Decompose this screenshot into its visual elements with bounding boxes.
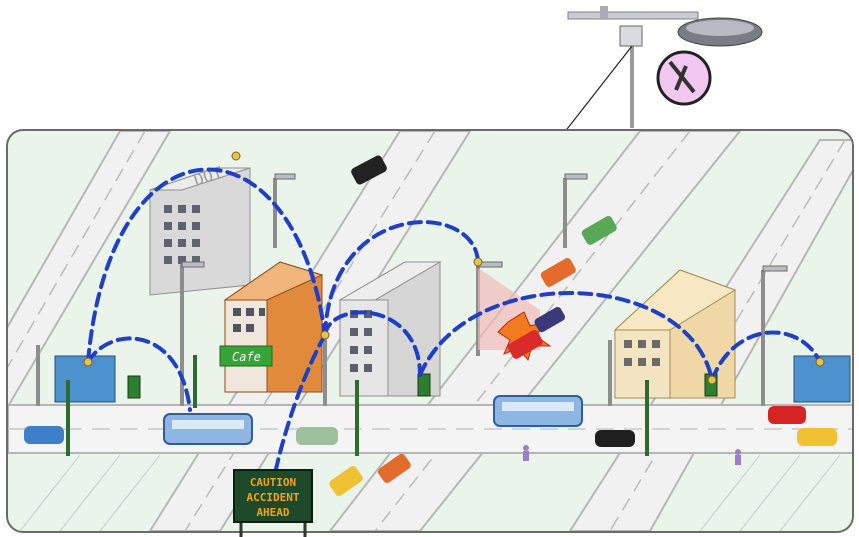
- cafe-sign: Cafe: [232, 350, 261, 364]
- sign-line-3: AHEAD: [256, 506, 289, 519]
- building-right: [613, 269, 737, 399]
- caution-sign: CAUTION ACCIDENT AHEAD: [233, 469, 313, 537]
- sign-line-2: ACCIDENT: [247, 491, 300, 504]
- pedestrian-icon: [523, 445, 741, 465]
- sign-line-1: CAUTION: [250, 476, 296, 489]
- building-cafe: Cafe: [219, 261, 324, 393]
- mesh-links: [86, 167, 822, 480]
- cafe-awning: [219, 345, 273, 367]
- building-dot: DOT: [149, 163, 251, 296]
- traffic-signal-icon: [66, 355, 649, 456]
- vehicle-icon: [24, 155, 837, 496]
- bus-icon: [163, 395, 583, 445]
- mesh-node-callout: [473, 6, 763, 249]
- wireless-mesh-node-icon: [83, 151, 825, 385]
